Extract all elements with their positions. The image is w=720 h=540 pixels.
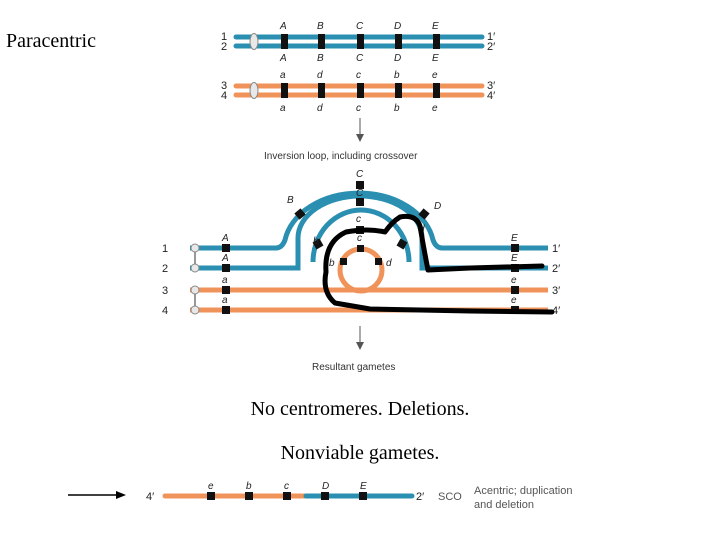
gene-label: A (221, 233, 229, 244)
centromere-top-orange (249, 82, 259, 99)
gene-label: E (432, 21, 439, 32)
arrow-down-icon (356, 326, 364, 350)
strand-number: 1 (162, 243, 168, 255)
gene-label: E (511, 253, 518, 264)
strand-number: 2′ (416, 491, 424, 503)
strand-number: 4′ (146, 491, 154, 503)
gene-label: a (280, 103, 286, 114)
gene-label: e (511, 295, 517, 306)
gene-label: b (394, 103, 400, 114)
gene-label: D (394, 53, 401, 64)
gene-label: c (356, 214, 361, 225)
gene-label: B (317, 53, 324, 64)
gene-label: D (322, 481, 329, 492)
gene-label: D (394, 21, 401, 32)
strand-number: 2′ (487, 41, 495, 53)
inversion-loop: A A a a E E e e B C D C b c d b c d 1 2 … (162, 169, 560, 317)
gene-label: A (221, 253, 229, 264)
gene-label: e (432, 70, 438, 81)
arrow-right-icon (116, 491, 126, 499)
gene-label: c (357, 233, 362, 244)
strand-number: 3′ (487, 80, 495, 92)
gene-label: D (434, 201, 441, 212)
gene-label: b (246, 481, 252, 492)
gene-label: B (317, 21, 324, 32)
gene-label: e (432, 103, 438, 114)
gene-label: a (280, 70, 286, 81)
gene-label: C (356, 169, 364, 180)
gene-label: d (386, 258, 392, 269)
gene-label: d (317, 103, 323, 114)
gene-label: c (284, 481, 289, 492)
gene-label: a (222, 295, 228, 306)
gene-label: C (356, 188, 364, 199)
resultant-gametes-label: Resultant gametes (312, 362, 395, 373)
gene-label: b (329, 258, 335, 269)
strand-number: 4 (221, 90, 227, 102)
gene-label: c (356, 103, 361, 114)
gene-label: A (279, 53, 287, 64)
gene-label: a (222, 275, 228, 286)
top-pairing: A B C D E A B C D E a d c b e a d c b e … (221, 21, 495, 114)
centromere-top-blue (249, 33, 259, 50)
sco-tag: SCO (438, 491, 462, 503)
gene-label: A (279, 21, 287, 32)
strand-number: 1 (221, 31, 227, 43)
gene-label: b (313, 236, 319, 247)
strand-number: 4′ (487, 90, 495, 102)
caption-line-2: Nonviable gametes. (280, 442, 440, 464)
gene-label: e (208, 481, 214, 492)
gene-label: e (511, 275, 517, 286)
gamete-note-line2: and deletion (474, 499, 534, 511)
gene-label: c (356, 70, 361, 81)
strand-number: 1′ (487, 31, 495, 43)
strand-number: 3′ (552, 285, 560, 297)
strand-number: 3 (162, 285, 168, 297)
strand-number: 2 (221, 41, 227, 53)
gene-label: d (317, 70, 323, 81)
gamete-row: e b c D E 4′ 2′ SCO Acentric; duplicatio… (68, 481, 572, 511)
strand-number: 2 (162, 263, 168, 275)
strand-number: 1′ (552, 243, 560, 255)
strand-number: 4′ (552, 305, 560, 317)
gene-label: C (356, 53, 364, 64)
slide-title: Paracentric (6, 30, 96, 52)
gene-label: C (356, 21, 364, 32)
inversion-loop-label: Inversion loop, including crossover (264, 151, 418, 162)
gene-label: b (394, 70, 400, 81)
strand-number: 3 (221, 80, 227, 92)
strand-number: 2′ (552, 263, 560, 275)
gene-label: E (432, 53, 439, 64)
gene-label: E (360, 481, 367, 492)
caption-line-1: No centromeres. Deletions. (250, 398, 470, 420)
hand-drawn-trace (322, 213, 555, 315)
gene-label: B (287, 195, 294, 206)
gamete-note-line1: Acentric; duplication (474, 485, 572, 497)
arrow-down-icon (356, 118, 364, 142)
strand-number: 4 (162, 305, 168, 317)
gene-label: E (511, 233, 518, 244)
